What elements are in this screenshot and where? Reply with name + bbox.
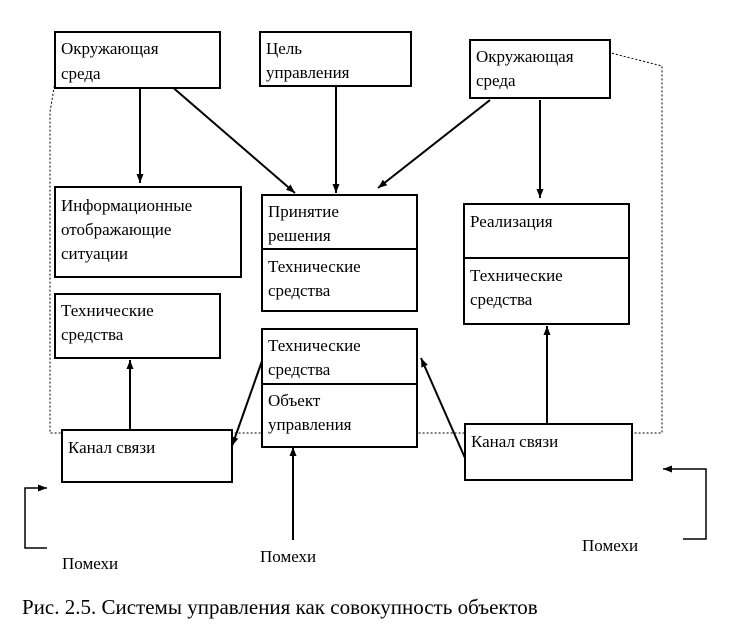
noise-left-feed: [24, 484, 47, 549]
block-label: Реализация: [470, 212, 553, 231]
block-goal: Цель управления: [259, 31, 412, 87]
block-label: Технические: [61, 301, 154, 320]
block-label: Окружающая: [476, 47, 574, 66]
block-channel-left: Канал связи: [61, 429, 233, 483]
noise-label-right: Помехи: [582, 536, 638, 555]
arrow-env-left-to-decision: [169, 84, 296, 194]
block-label: среда: [476, 71, 516, 90]
block-technical-means-left: Технические средства: [54, 293, 221, 359]
block-environment-right: Окружающая среда: [469, 39, 611, 99]
block-label: Канал связи: [68, 438, 155, 457]
block-info-display: Информационные отображающие ситуации: [54, 186, 242, 278]
block-control-object: Технические средства Объект управления: [261, 328, 418, 448]
block-environment-left: Окружающая среда: [54, 31, 221, 89]
block-label: Технические: [268, 336, 361, 355]
block-label: Информационные: [61, 196, 192, 215]
block-realization: Реализация Технические средства: [463, 203, 630, 325]
noise-label-left: Помехи: [62, 554, 118, 573]
block-label: управления: [268, 415, 352, 434]
arrow-object-tech-to-channel-left: [231, 360, 263, 447]
block-label: средства: [61, 325, 124, 344]
block-decision: Принятие решения Технические средства: [261, 194, 418, 312]
block-label: средства: [470, 290, 533, 309]
block-label: Цель: [266, 39, 302, 58]
block-label: Принятие: [268, 202, 339, 221]
block-label: Технические: [470, 266, 563, 285]
noise-label-center: Помехи: [260, 547, 316, 566]
noise-right-feed: [663, 465, 707, 540]
block-label: управления: [266, 63, 350, 82]
block-label: решения: [268, 226, 331, 245]
arrow-channel-right-to-object-tech: [420, 357, 466, 459]
block-label: среда: [61, 64, 101, 83]
block-label: отображающие: [61, 220, 171, 239]
block-label: Канал связи: [471, 432, 558, 451]
figure-caption: Рис. 2.5. Системы управления как совокуп…: [22, 595, 538, 619]
block-label: Технические: [268, 257, 361, 276]
block-channel-right: Канал связи: [464, 423, 633, 481]
block-label: Окружающая: [61, 39, 159, 58]
arrow-env-right-to-decision: [377, 99, 491, 189]
block-label: средства: [268, 360, 331, 379]
block-label: средства: [268, 281, 331, 300]
block-label: Объект: [268, 391, 321, 410]
block-label: ситуации: [61, 244, 128, 263]
